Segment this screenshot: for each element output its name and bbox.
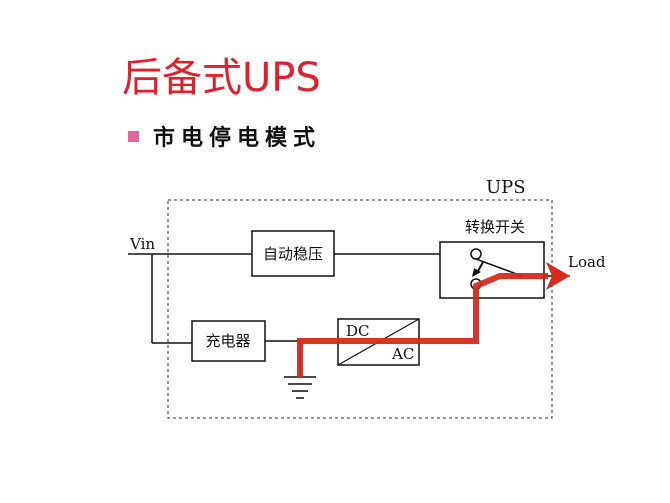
regulator-label: 自动稳压: [263, 245, 323, 263]
ups-enclosure: [167, 199, 553, 419]
output-label: Load: [568, 253, 606, 271]
bullet-marker-icon: [128, 130, 139, 142]
bullet-text: 市电停电模式: [153, 126, 322, 151]
charger-block: [191, 320, 266, 362]
transfer-switch-block: [439, 241, 545, 299]
switch-arrow-head-icon: [472, 268, 481, 277]
charger-label: 充电器: [205, 332, 250, 350]
inverter-ac-label: AC: [391, 345, 414, 363]
inverter-dc-label: DC: [346, 322, 370, 340]
slide-title: 后备式UPS: [122, 55, 321, 101]
battery-power-path: [297, 273, 548, 378]
ups-label: UPS: [486, 177, 526, 198]
switch-contact-top: [470, 248, 482, 260]
power-path-arrow-icon: [546, 262, 570, 290]
input-label: Vin: [129, 235, 155, 253]
regulator-block: [251, 230, 335, 277]
switch-label: 转换开关: [465, 218, 525, 236]
bullet-item: 市电停电模式: [128, 122, 322, 151]
